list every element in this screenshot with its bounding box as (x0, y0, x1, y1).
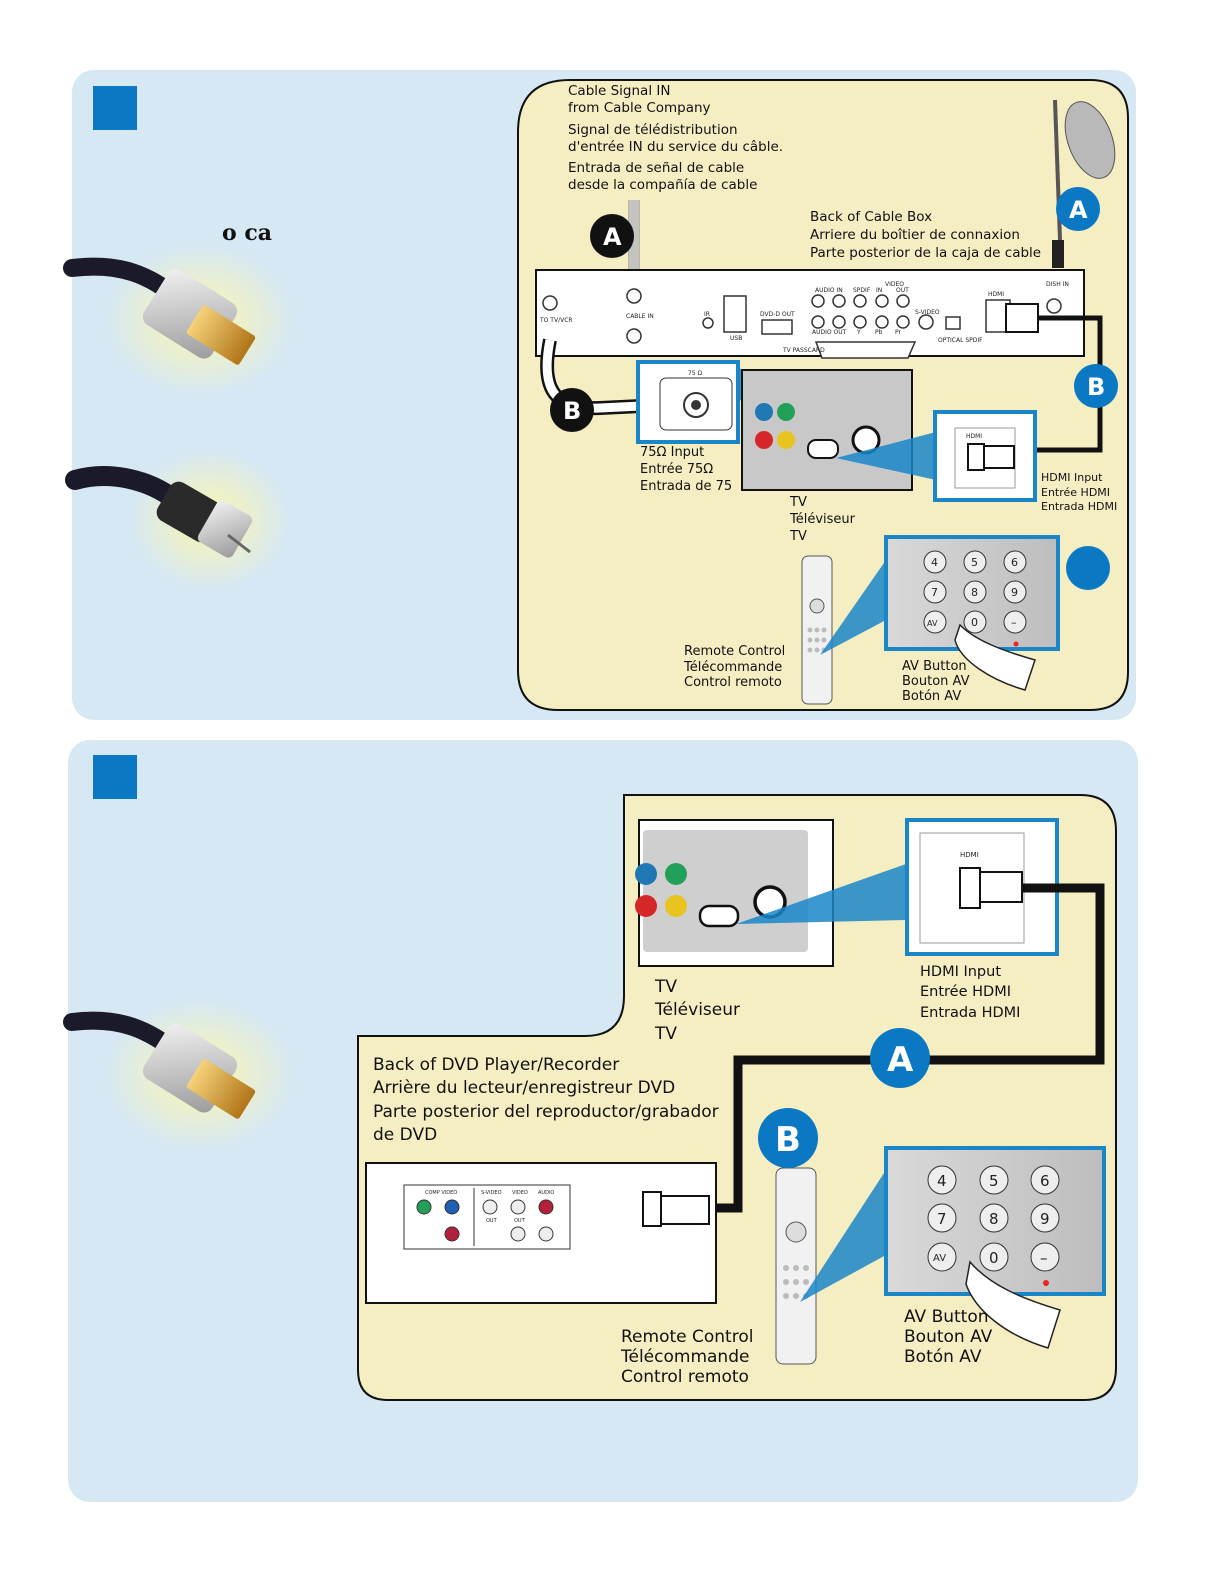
svg-text:B: B (563, 397, 581, 425)
badge-a-dish: A (1056, 187, 1100, 231)
remote-control (801, 555, 833, 705)
svg-text:8: 8 (989, 1210, 999, 1228)
svg-text:Pb: Pb (875, 329, 883, 336)
keypad-keys: 4 5 6 7 8 9 AV 0 – (923, 550, 1027, 634)
svg-text:4: 4 (937, 1172, 947, 1190)
keypad-keys-2: 4 5 6 7 8 9 AV 0 – (927, 1165, 1060, 1272)
svg-text:A: A (1069, 196, 1088, 224)
badge-b-hdmi: B (1074, 364, 1118, 408)
hdmi-plug-illustration-2 (63, 1000, 295, 1150)
svg-text:CABLE IN: CABLE IN (626, 313, 654, 320)
svg-text:0: 0 (989, 1249, 999, 1267)
svg-text:HDMI: HDMI (966, 433, 982, 440)
svg-text:75 Ω: 75 Ω (688, 370, 703, 377)
badge-b-remote: B (758, 1108, 818, 1168)
svg-text:9: 9 (1011, 586, 1018, 599)
svg-text:IN: IN (876, 287, 882, 294)
svg-text:7: 7 (937, 1210, 947, 1228)
svg-text:S-VIDEO: S-VIDEO (481, 1190, 502, 1196)
svg-text:Pr: Pr (895, 329, 902, 336)
svg-text:5: 5 (989, 1172, 999, 1190)
svg-text:SPDIF: SPDIF (853, 287, 871, 294)
badge-a-hdmi-cable: A (870, 1028, 930, 1088)
svg-text:6: 6 (1040, 1172, 1050, 1190)
svg-text:S-VIDEO: S-VIDEO (915, 309, 940, 316)
svg-text:AUDIO OUT: AUDIO OUT (812, 329, 847, 336)
badge-a-cable: A (590, 214, 634, 258)
svg-text:A: A (887, 1040, 914, 1080)
remote-control-2 (775, 1167, 817, 1365)
svg-text:VIDEO: VIDEO (512, 1190, 528, 1196)
svg-text:OUT: OUT (486, 1218, 498, 1224)
svg-text:AV: AV (933, 1253, 946, 1264)
badge-blank (1066, 546, 1110, 590)
svg-text:AV: AV (927, 619, 938, 628)
svg-text:AUDIO IN: AUDIO IN (815, 287, 843, 294)
badge-b-coax: B (550, 388, 594, 432)
svg-text:0: 0 (971, 616, 978, 629)
step1-number-box (93, 86, 137, 130)
svg-text:AUDIO: AUDIO (538, 1190, 554, 1196)
svg-text:B: B (775, 1120, 801, 1160)
svg-text:OUT: OUT (514, 1218, 526, 1224)
tv-back-panel (741, 369, 913, 491)
svg-text:5: 5 (971, 556, 978, 569)
svg-text:HDMI: HDMI (960, 851, 979, 859)
svg-text:A: A (603, 223, 622, 251)
svg-text:–: – (1011, 616, 1017, 629)
svg-text:IR: IR (704, 311, 710, 318)
svg-text:6: 6 (1011, 556, 1018, 569)
svg-text:VIDEO: VIDEO (885, 281, 904, 288)
svg-text:DVD-D OUT: DVD-D OUT (760, 311, 795, 318)
svg-text:OPTICAL SPDIF: OPTICAL SPDIF (938, 337, 983, 344)
step2-number-box (93, 755, 137, 799)
svg-text:7: 7 (931, 586, 938, 599)
svg-text:COMP VIDEO: COMP VIDEO (425, 1190, 457, 1196)
svg-text:4: 4 (931, 556, 938, 569)
svg-text:TV PASSCARD: TV PASSCARD (782, 347, 825, 354)
step1-fragment-text: o ca (222, 220, 272, 246)
svg-text:8: 8 (971, 586, 978, 599)
svg-text:B: B (1087, 373, 1105, 401)
svg-text:Y: Y (856, 329, 861, 336)
svg-text:OUT: OUT (896, 287, 909, 294)
svg-text:HDMI: HDMI (988, 291, 1004, 298)
svg-text:–: – (1040, 1249, 1048, 1267)
coax-plug-illustration (65, 450, 290, 590)
svg-text:USB: USB (730, 335, 742, 342)
svg-text:9: 9 (1040, 1210, 1050, 1228)
svg-text:DISH IN: DISH IN (1046, 281, 1069, 288)
svg-text:TO TV/VCR: TO TV/VCR (539, 317, 573, 324)
hdmi-plug-illustration (63, 245, 295, 395)
